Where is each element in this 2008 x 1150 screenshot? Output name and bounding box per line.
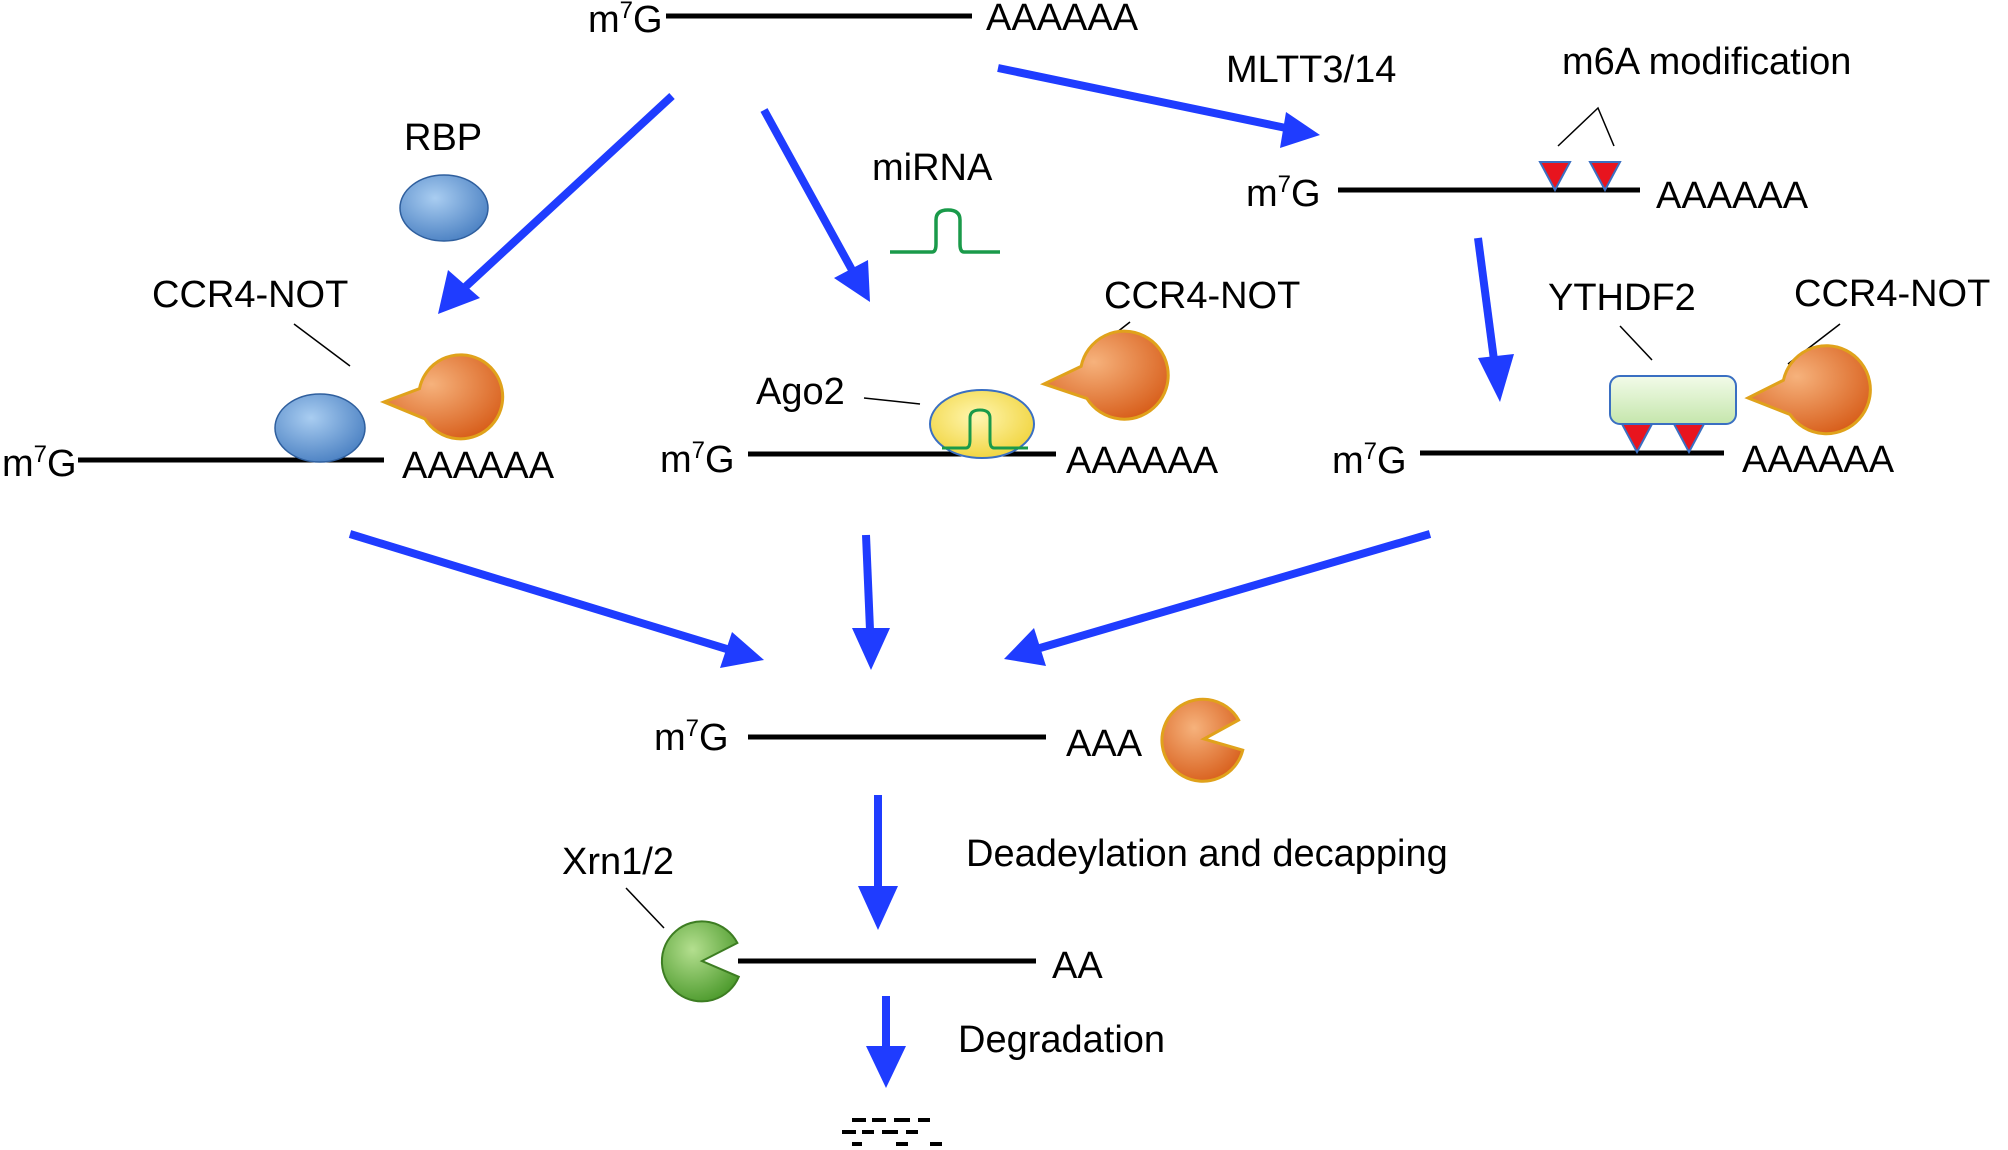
deadenylation-label: Deadeylation and decapping: [966, 833, 1448, 875]
mirna-pathway: miRNA CCR4-NOT Ago2 m7G AAAAAA: [660, 147, 1300, 482]
m6a-mrna-cap-label: m7G: [1246, 171, 1321, 215]
center-mrna-polya-label: AAA: [1066, 723, 1143, 765]
ythdf2-m6a-site-2: [1672, 423, 1706, 455]
rbp-pathway: RBP CCR4-NOT m7G AAAAAA: [2, 117, 555, 487]
top-mrna: m7G AAAAAA: [588, 0, 1139, 41]
rbp-bound-protein: [274, 393, 366, 463]
xrn-mrna-polya-label: AA: [1052, 945, 1103, 987]
center-mrna-cap-label: m7G: [654, 715, 729, 759]
mirna-ccr4-not-label: CCR4-NOT: [1104, 275, 1300, 317]
m6a-mrna-polya-label: AAAAAA: [1656, 175, 1809, 217]
mltt-label: MLTT3/14: [1226, 49, 1396, 91]
ythdf2-ccr4-not-complex: [1744, 344, 1872, 436]
mirna-ccr4-not-complex: [1040, 329, 1170, 421]
top-mrna-cap-label: m7G: [588, 0, 663, 41]
arrow-top-to-rbp-path: [438, 93, 675, 314]
arrow-degradation: [866, 996, 906, 1088]
m6a-site-1: [1538, 161, 1572, 193]
rbp-ccr4-not-complex: [379, 353, 505, 441]
arrows: [348, 64, 1514, 1088]
xrn-exonuclease: [660, 920, 741, 1003]
arrow-top-to-m6a-path: [997, 64, 1320, 148]
mirna-mrna-cap-label: m7G: [660, 437, 735, 481]
degradation-label: Degradation: [958, 1019, 1165, 1061]
ythdf2-m6a-site-1: [1620, 423, 1654, 455]
degraded-fragments: [842, 1118, 942, 1146]
m6a-pathway: MLTT3/14 m6A modification m7G AAAAAA YTH…: [1226, 41, 1990, 482]
arrow-rbp-to-center: [348, 530, 764, 668]
rbp-label: RBP: [404, 117, 482, 159]
ythdf2-mrna-cap-label: m7G: [1332, 438, 1407, 482]
rbp-mrna-polya-label: AAAAAA: [402, 445, 555, 487]
rbp-mrna-cap-label: m7G: [2, 441, 77, 485]
ythdf2-label: YTHDF2: [1548, 277, 1696, 319]
ago2-bound-mirna: [942, 408, 1028, 450]
mirna-strand: [890, 208, 1000, 254]
arrow-deadenylation: [858, 795, 898, 930]
ago2-leader: [863, 397, 921, 405]
deadenylated-mrna: m7G AAA Deadeylation and decapping: [654, 697, 1448, 875]
ythdf2-protein: [1609, 375, 1737, 425]
center-ccr4-not-complex: [1160, 697, 1245, 783]
xrn-decay: Xrn1/2 AA Degradation: [562, 841, 1165, 1061]
arrow-top-to-mirna-path: [760, 108, 870, 302]
ago2-protein: [929, 389, 1035, 459]
ythdf2-ccr4-not-label: CCR4-NOT: [1794, 273, 1990, 315]
arrow-ythdf2-to-center: [1004, 530, 1432, 666]
ythdf2-leader: [1619, 325, 1653, 361]
mirna-mrna-polya-label: AAAAAA: [1066, 440, 1219, 482]
m6a-leader: [1557, 106, 1615, 147]
rbp-ccr4-not-label: CCR4-NOT: [152, 274, 348, 316]
arrow-m6a-to-ythdf2: [1474, 237, 1514, 402]
ythdf2-mrna-polya-label: AAAAAA: [1742, 439, 1895, 481]
xrn-label: Xrn1/2: [562, 841, 674, 883]
mirna-label: miRNA: [872, 147, 993, 189]
rbp-protein: [399, 174, 489, 242]
top-mrna-polya-label: AAAAAA: [986, 0, 1139, 39]
xrn-leader: [625, 887, 665, 929]
rbp-ccr4-leader: [293, 323, 351, 367]
arrow-ago2-to-center: [852, 534, 890, 670]
m6a-site-2: [1588, 161, 1622, 193]
ago2-label: Ago2: [756, 371, 845, 413]
m6a-modification-label: m6A modification: [1562, 41, 1851, 83]
